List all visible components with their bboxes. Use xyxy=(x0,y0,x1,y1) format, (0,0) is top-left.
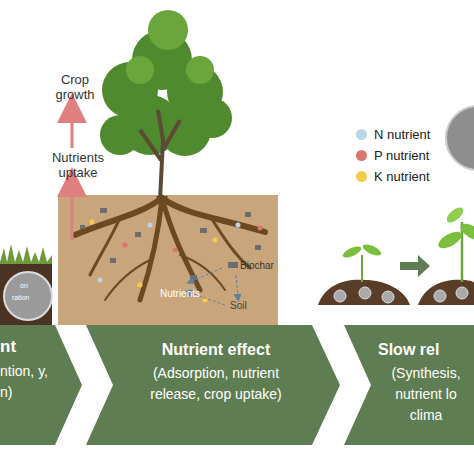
chevron-band: nt ntion, y, n) xyxy=(0,325,82,445)
dashed-arrow xyxy=(190,268,222,282)
band-heading: nt xyxy=(0,337,60,357)
soil-label: Soil xyxy=(230,300,247,311)
sem-circle xyxy=(4,272,52,320)
circle-text: on xyxy=(20,282,28,289)
tree-roots xyxy=(75,198,265,300)
band-heading: Slow rel xyxy=(378,340,474,360)
growth-arrow xyxy=(71,108,74,148)
band-body: ntion, y, n) xyxy=(0,361,48,403)
growth-arrow xyxy=(400,255,430,277)
legend-swatch xyxy=(356,129,367,140)
uptake-arrow xyxy=(71,182,74,240)
seedling xyxy=(341,242,383,282)
soil-section xyxy=(0,262,52,332)
dashed-arrow xyxy=(236,275,238,298)
biochar-pieces xyxy=(80,208,261,280)
soil-mound xyxy=(318,280,410,305)
arrow-label: Crop growth xyxy=(52,72,98,102)
band-body: (Adsorption, nutrient release, crop upta… xyxy=(141,363,291,405)
band-heading: Nutrient effect xyxy=(126,340,306,360)
legend-swatch xyxy=(356,150,367,161)
sem-circle xyxy=(446,106,474,170)
legend-text: N nutrient xyxy=(374,127,430,142)
soil-label: Biochar xyxy=(240,260,274,271)
chevron-band: Nutrient effect (Adsorption, nutrient rel… xyxy=(86,325,340,445)
grass xyxy=(0,244,52,264)
soil-label: Nutrients xyxy=(160,288,200,299)
nutrient-dots xyxy=(90,220,263,303)
chevron-fill xyxy=(86,325,340,445)
seedling xyxy=(436,205,474,282)
tree-canopy xyxy=(100,10,232,156)
chevron-fill xyxy=(0,325,82,445)
soil-mound xyxy=(418,280,474,305)
circle-text: ration xyxy=(12,294,30,301)
chevron-band: Slow rel (Synthesis, nutrient lo clima xyxy=(344,325,474,445)
legend-swatch xyxy=(356,171,367,182)
soil-box xyxy=(58,195,278,325)
legend-text: K nutrient xyxy=(374,169,430,184)
band-body: (Synthesis, nutrient lo clima xyxy=(378,363,474,426)
arrow-label: Nutrients uptake xyxy=(48,150,108,180)
tree-trunk xyxy=(140,110,180,200)
legend-text: P nutrient xyxy=(374,148,429,163)
biochar-granules xyxy=(334,287,468,303)
